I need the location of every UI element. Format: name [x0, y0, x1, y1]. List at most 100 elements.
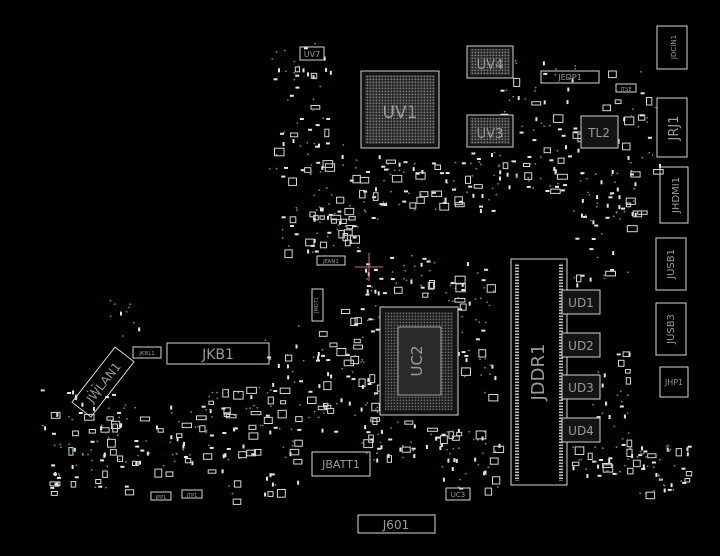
scatter-mark — [313, 142, 316, 145]
scatter-mark — [96, 440, 99, 443]
component-jbatt1[interactable]: JBATT1 — [311, 451, 371, 477]
scatter-mark — [403, 277, 405, 280]
scatter-mark — [290, 132, 299, 138]
component-uc2[interactable]: UC2 — [379, 306, 459, 416]
component-jhdmi1[interactable]: JHDMI1 — [659, 166, 689, 224]
scatter-mark — [602, 104, 611, 112]
component-jpp1[interactable]: JPP1 — [150, 491, 172, 501]
scatter-mark — [636, 456, 639, 458]
scatter-mark — [555, 68, 557, 70]
scatter-mark — [291, 444, 294, 447]
component-jusb3[interactable]: JUSB3 — [655, 302, 687, 356]
scatter-mark — [72, 453, 75, 456]
component-jdcin1[interactable]: JDCIN1 — [656, 25, 688, 70]
component-jts1[interactable]: JTS1 — [615, 83, 637, 93]
scatter-mark — [357, 246, 359, 249]
component-jrj1[interactable]: JRJ1 — [656, 97, 688, 158]
component-jedp1[interactable]: JEDP1 — [540, 70, 600, 84]
scatter-mark — [340, 398, 343, 403]
scatter-mark — [561, 134, 566, 137]
scatter-mark — [549, 185, 552, 187]
scatter-mark — [355, 159, 358, 162]
component-j601[interactable]: J601 — [357, 514, 436, 534]
component-tl2[interactable]: TL2 — [580, 115, 619, 149]
scatter-mark — [445, 172, 450, 174]
scatter-mark — [601, 447, 604, 450]
scatter-mark — [596, 202, 599, 205]
label-jkbl1: JKBL1 — [138, 351, 155, 357]
component-jhp1[interactable]: JHP1 — [659, 366, 689, 398]
component-jtp1[interactable]: JTP1 — [181, 489, 203, 499]
scatter-mark — [308, 390, 313, 393]
scatter-mark — [340, 308, 351, 314]
component-uv7[interactable]: UV7 — [299, 46, 325, 61]
scatter-mark — [333, 212, 336, 215]
label-jmdt1: JMDT1 — [314, 297, 320, 314]
scatter-mark — [133, 460, 136, 463]
scatter-mark — [621, 207, 625, 210]
scatter-mark — [605, 401, 608, 406]
scatter-mark — [555, 185, 559, 188]
label-jhp1: JHP1 — [664, 378, 683, 387]
scatter-mark — [72, 390, 75, 395]
scatter-mark — [606, 470, 608, 473]
scatter-mark — [461, 162, 466, 165]
component-ud3[interactable]: UD3 — [561, 374, 601, 400]
scatter-mark — [140, 449, 145, 452]
scatter-mark — [305, 171, 308, 174]
component-jddr1[interactable]: JDDR1 — [510, 258, 568, 486]
scatter-mark — [557, 157, 565, 164]
scatter-mark — [430, 433, 433, 436]
scatter-mark — [338, 236, 341, 239]
scatter-mark — [508, 99, 511, 102]
component-uc3[interactable]: UC3 — [445, 487, 471, 501]
scatter-mark — [366, 402, 369, 404]
scatter-mark — [447, 458, 450, 463]
scatter-mark — [317, 405, 328, 411]
component-jfan1[interactable]: JFAN1 — [316, 255, 346, 266]
scatter-mark — [325, 187, 328, 190]
scatter-mark — [621, 438, 624, 440]
component-uv4[interactable]: UV4 — [466, 45, 514, 79]
scatter-mark — [495, 193, 498, 196]
scatter-mark — [455, 458, 458, 463]
component-jusb1[interactable]: JUSB1 — [655, 237, 687, 291]
scatter-mark — [454, 275, 466, 284]
scatter-mark — [608, 459, 611, 464]
scatter-mark — [248, 424, 257, 430]
scatter-mark — [313, 217, 316, 222]
component-ud4[interactable]: UD4 — [561, 417, 601, 443]
scatter-mark — [557, 128, 562, 131]
scatter-mark — [485, 473, 487, 476]
scatter-mark — [545, 190, 550, 192]
component-jkbl1[interactable]: JKBL1 — [132, 346, 162, 359]
scatter-mark — [233, 427, 236, 432]
scatter-mark — [310, 164, 313, 166]
scatter-mark — [135, 445, 140, 448]
scatter-mark — [316, 359, 320, 362]
component-jkb1[interactable]: JKB1 — [166, 342, 270, 365]
scatter-mark — [231, 492, 234, 495]
label-j601: J601 — [382, 518, 409, 532]
scatter-mark — [445, 179, 448, 184]
scatter-mark — [492, 476, 501, 485]
scatter-mark — [419, 191, 429, 198]
label-uv4: UV4 — [477, 58, 504, 73]
component-jmdt1[interactable]: JMDT1 — [311, 288, 324, 322]
component-ud2[interactable]: UD2 — [561, 332, 601, 358]
component-ud1[interactable]: UD1 — [561, 289, 601, 315]
scatter-mark — [278, 68, 280, 73]
scatter-mark — [493, 445, 505, 453]
scatter-mark — [281, 228, 284, 231]
scatter-mark — [454, 196, 463, 206]
scatter-mark — [596, 256, 599, 259]
component-uv3[interactable]: UV3 — [466, 114, 514, 148]
scatter-mark — [289, 448, 300, 456]
scatter-mark — [376, 218, 379, 221]
scatter-mark — [519, 131, 524, 134]
scatter-mark — [75, 464, 78, 467]
scatter-mark — [98, 485, 103, 488]
scatter-mark — [348, 401, 351, 406]
scatter-mark — [237, 391, 240, 394]
component-uv1[interactable]: UV1 — [360, 70, 440, 149]
